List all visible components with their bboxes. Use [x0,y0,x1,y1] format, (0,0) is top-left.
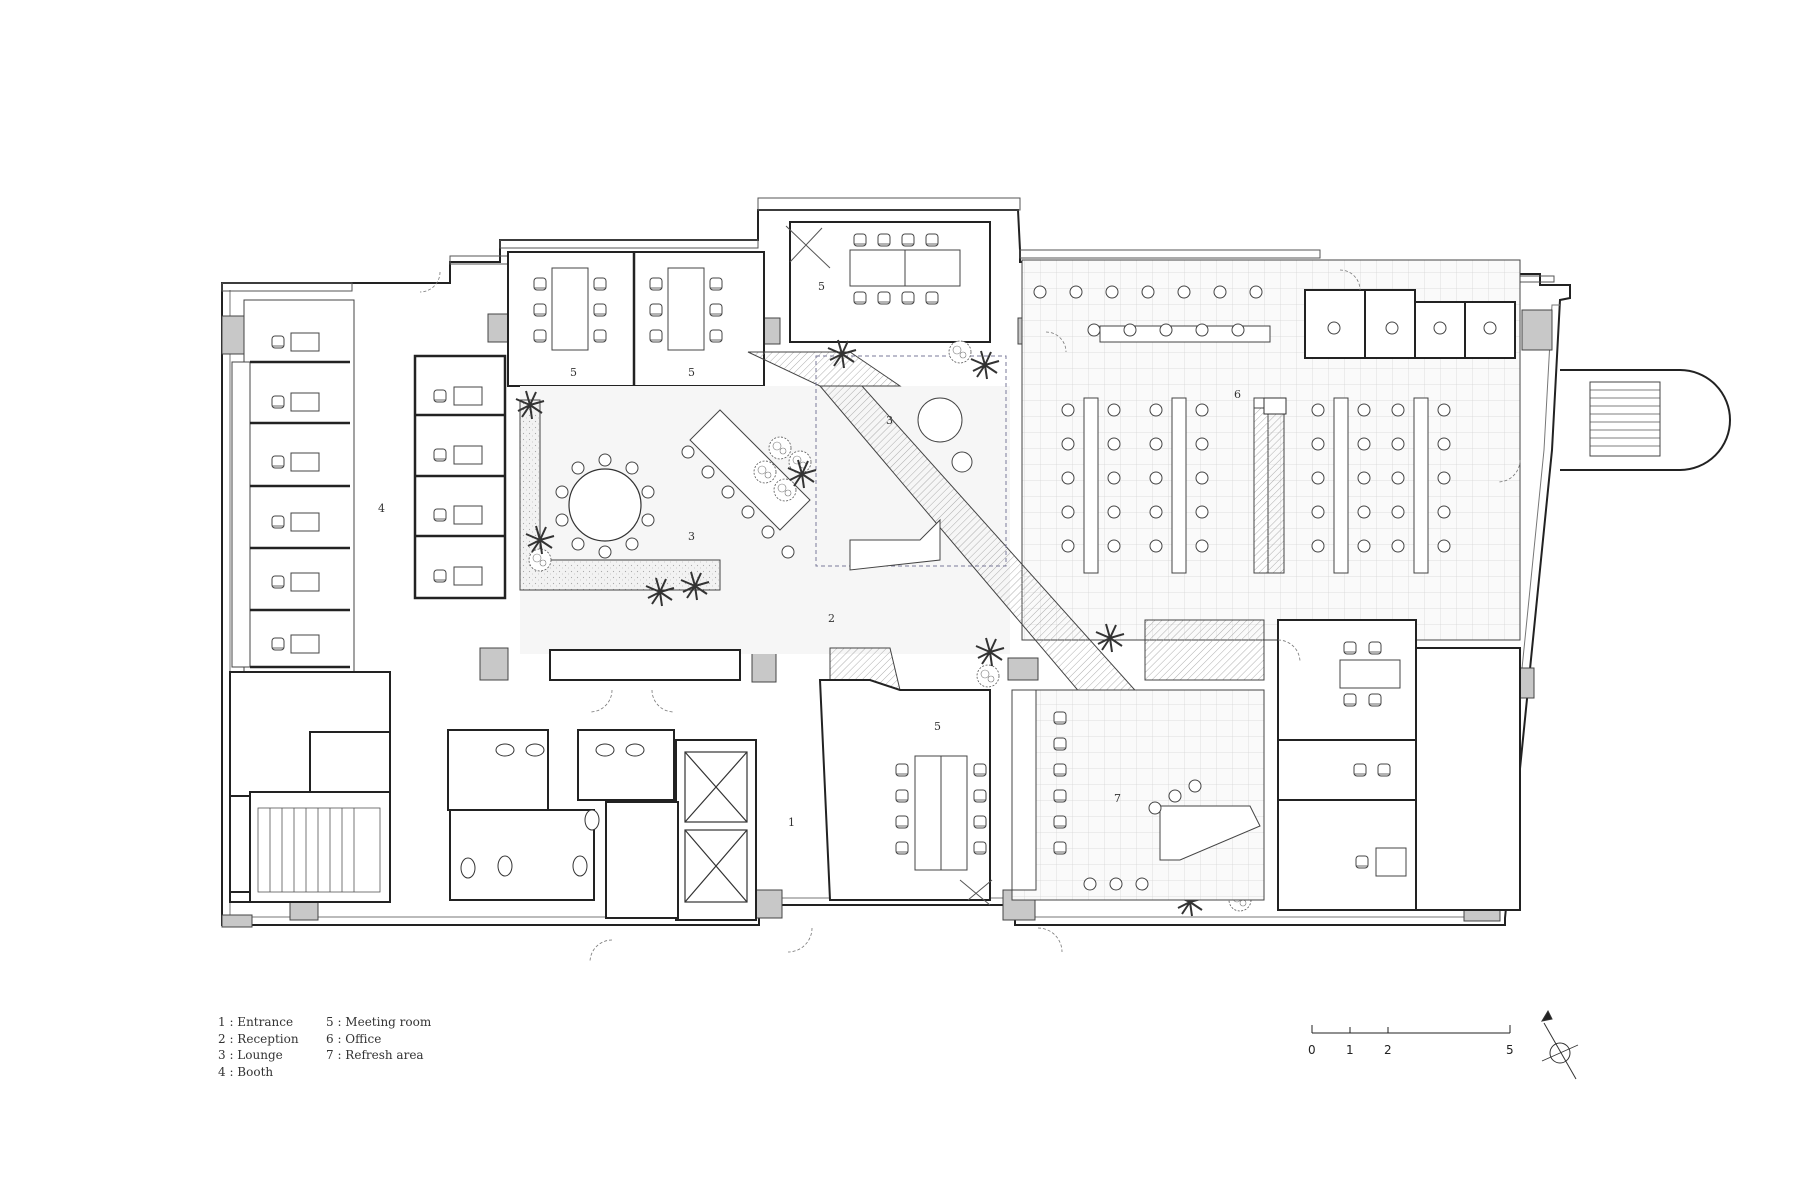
office-chair [1061,539,1075,553]
room-label-office: 6 [1234,388,1241,401]
office-chair [1195,471,1209,485]
office-chair [1311,471,1325,485]
office-chair [1149,471,1163,485]
office-chair [1107,437,1121,451]
legend-item: 7 : Refresh area [326,1048,424,1062]
meeting-room-top [785,221,991,343]
scale-tick-5: 5 [1506,1043,1514,1057]
room-label-meeting-b: 5 [688,366,695,379]
office-chair [1061,505,1075,519]
room-label-meeting-c: 5 [934,720,941,733]
doors [419,269,1521,963]
office-zone [1021,259,1521,641]
refresh-zone [1011,619,1265,901]
office-chair [1357,505,1371,519]
room-label-lounge-small: 3 [886,414,893,427]
office-chair [1391,403,1405,417]
legend-item: 6 : Office [326,1031,382,1046]
office-chair [1149,437,1163,451]
room-label-booth: 4 [378,502,385,515]
office-chair [1149,539,1163,553]
office-chair [1391,437,1405,451]
office-chair [1195,403,1209,417]
washbasins [460,743,645,879]
office-chair [1391,505,1405,519]
office-chair [1391,471,1405,485]
service-core [229,671,757,921]
office-chair [1437,403,1451,417]
meeting-rooms-top-left [507,251,765,387]
office-chair [1437,437,1451,451]
legend-item: 2 : Reception [218,1031,299,1046]
office-chair [1357,539,1371,553]
small-office-furniture [1339,641,1407,877]
office-chair [1195,539,1209,553]
office-chair [1357,437,1371,451]
stair-east [1560,369,1731,471]
booth-zone [231,299,507,673]
small-offices-east [1277,619,1521,911]
office-chair [1061,471,1075,485]
room-label-lounge-main: 3 [688,530,695,543]
legend-item: 4 : Booth [218,1064,274,1079]
legend-item: 1 : Entrance [218,1015,294,1029]
office-chair [1061,437,1075,451]
room-label-refresh: 7 [1114,792,1121,805]
office-chair [1107,403,1121,417]
room-label-meeting-a: 5 [570,366,577,379]
north-arrow-icon [1540,1009,1579,1080]
office-chair [1437,505,1451,519]
office-chair [1437,539,1451,553]
scale-tick-1: 1 [1346,1043,1354,1057]
office-chair [1357,471,1371,485]
stair-west [257,807,381,893]
office-chair [1195,437,1209,451]
office-chair [1107,471,1121,485]
office-chair [1107,505,1121,519]
office-chair [1391,539,1405,553]
legend-item: 3 : Lounge [218,1048,283,1062]
office-chair [1311,505,1325,519]
office-chair [1195,505,1209,519]
office-chair [1311,539,1325,553]
legend-item: 5 : Meeting room [326,1015,432,1029]
meeting-room-lower [818,679,993,906]
office-chair [1149,505,1163,519]
room-label-reception: 2 [828,612,835,625]
scale-tick-0: 0 [1308,1043,1316,1057]
room-labels: 4 5 5 5 3 3 2 6 5 1 7 [378,280,1241,829]
office-chair [1107,539,1121,553]
office-chair [1149,403,1163,417]
room-label-meeting-top: 5 [818,280,825,293]
office-chair [1061,403,1075,417]
office-chair [1357,403,1371,417]
elevators [684,751,748,903]
office-chair [1437,471,1451,485]
scale-tick-2: 2 [1384,1043,1392,1057]
office-chair [1311,437,1325,451]
scale-bar: 0 1 2 5 [1308,1025,1514,1057]
office-chair [1311,403,1325,417]
room-label-entrance: 1 [788,816,795,829]
